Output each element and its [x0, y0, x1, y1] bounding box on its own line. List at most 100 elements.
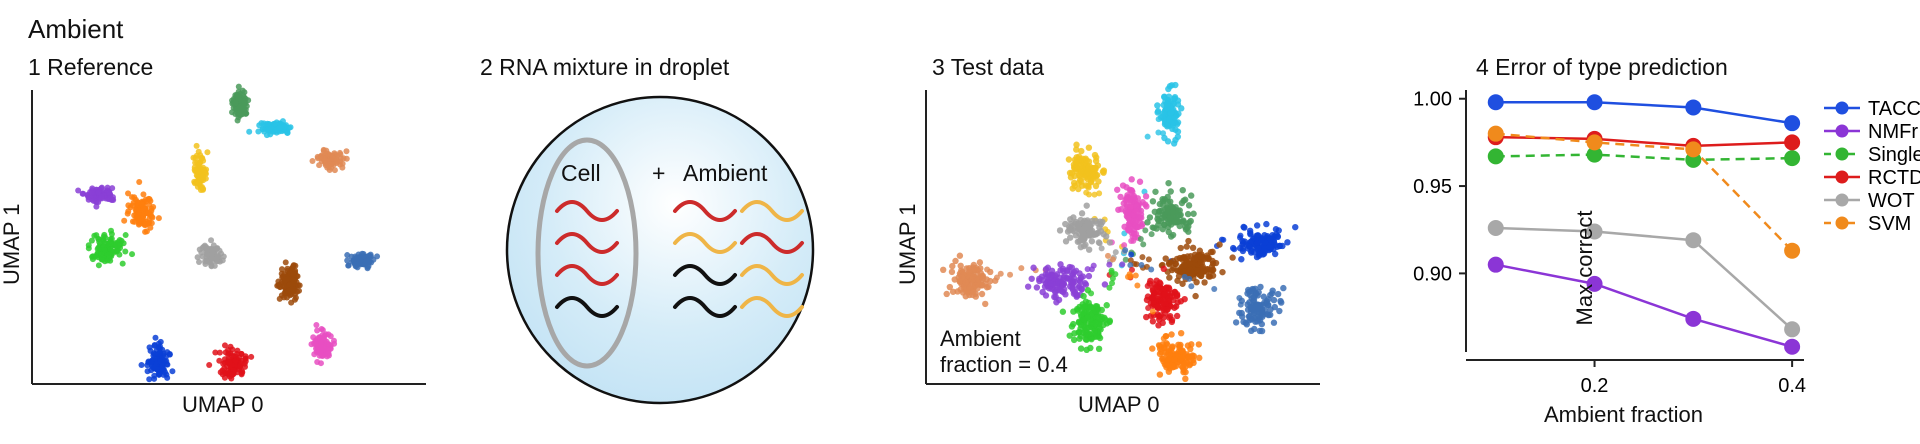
series-line — [1495, 132, 1794, 252]
data-point — [1784, 338, 1801, 355]
data-point — [1586, 146, 1603, 163]
reference-umap-plot — [31, 83, 426, 385]
data-point — [1784, 150, 1801, 167]
umap1-cluster-13 — [308, 322, 338, 367]
panel4-title: 4 Error of type prediction — [1476, 54, 1728, 80]
cell-outline — [535, 137, 639, 369]
series-svm — [1487, 125, 1801, 259]
umap3-cluster-3 — [1108, 176, 1150, 249]
droplet-circle — [505, 95, 815, 405]
legend-label: NMFr — [1868, 121, 1918, 143]
data-point — [1784, 242, 1801, 259]
series-wot — [1487, 219, 1801, 338]
umap1-xlabel: UMAP 0 — [182, 392, 264, 417]
y-tick-label: 0.90 — [1413, 263, 1452, 285]
series-line — [1495, 226, 1793, 331]
umap3-ylabel: UMAP 1 — [895, 203, 920, 285]
data-point — [1586, 94, 1603, 111]
legend-marker — [1835, 170, 1849, 184]
figure-title: Ambient — [28, 14, 124, 44]
legend-item-nmfreg: NMFr — [1824, 121, 1918, 143]
cell-label: Cell — [561, 160, 601, 186]
umap1-cluster-9 — [274, 259, 303, 306]
note-line-1: Ambient — [940, 326, 1021, 351]
y-tick-label: 0.95 — [1413, 176, 1452, 198]
plus-sign: + — [652, 160, 666, 186]
legend-label: TACCO — [1868, 98, 1920, 120]
cell-rna-wave-4 — [555, 296, 619, 318]
legend-item-wot: WOT — [1824, 190, 1915, 212]
test-data-umap-plot — [925, 81, 1320, 385]
series-tacco — [1487, 94, 1801, 132]
umap3-cluster-12 — [1059, 267, 1119, 354]
series-line — [1495, 100, 1793, 125]
umap1-cluster-12 — [206, 342, 255, 382]
panel2-title: 2 RNA mixture in droplet — [480, 54, 730, 80]
data-point — [1784, 134, 1801, 151]
umap1-cluster-4 — [190, 142, 211, 193]
legend-label: RCTD — [1868, 167, 1920, 189]
data-point — [1487, 148, 1504, 165]
legend-label: WOT — [1868, 190, 1915, 212]
chart-ylabel-text: Max correct — [1572, 210, 1597, 326]
umap1-cluster-1 — [229, 83, 252, 124]
data-point — [1586, 134, 1603, 151]
umap3-cluster-11 — [1106, 265, 1188, 329]
data-point — [1685, 310, 1702, 327]
series-rctd — [1487, 129, 1801, 154]
panel1-title: 1 Reference — [28, 54, 154, 80]
ambient-rna-wave-1b — [740, 200, 804, 222]
umap3-cluster-10 — [1122, 247, 1287, 335]
ambient-rna-wave-1a — [673, 200, 737, 222]
umap3-cluster-8 — [1024, 261, 1126, 306]
ambient-rna-wave-4a — [673, 296, 737, 318]
legend-item-tacco: TACCO — [1824, 98, 1920, 120]
x-tick-label: 0.4 — [1778, 375, 1806, 397]
series-nmfreg — [1487, 256, 1801, 355]
umap1-cluster-2 — [246, 118, 294, 139]
umap3-cluster-2 — [1065, 141, 1126, 250]
cell-rna-wave-2 — [555, 232, 619, 254]
y-tick-label: 1.00 — [1413, 89, 1452, 111]
legend-item-rctd: RCTD — [1824, 167, 1920, 189]
note-line-2: fraction = 0.4 — [940, 352, 1068, 377]
series-line — [1495, 153, 1793, 162]
data-point — [1685, 232, 1702, 249]
ambient-label: Ambient — [683, 160, 768, 186]
umap3-cluster-7 — [940, 252, 1116, 308]
legend-label: SVM — [1868, 213, 1911, 235]
umap1-cluster-5 — [75, 184, 117, 210]
umap1-cluster-11 — [138, 334, 176, 383]
data-point — [1784, 321, 1801, 338]
chart-xlabel: Ambient fraction — [1544, 402, 1703, 427]
series-line — [1495, 263, 1793, 348]
cell-rna-wave-3 — [555, 264, 619, 286]
umap1-cluster-3 — [309, 146, 350, 174]
umap1-cluster-10 — [344, 250, 381, 272]
series-line — [1495, 135, 1793, 148]
panel3-title: 3 Test data — [932, 54, 1045, 80]
umap3-xlabel: UMAP 0 — [1078, 392, 1160, 417]
ambient-rna-wave-3b — [740, 264, 804, 286]
ambient-rna-wave-4b — [740, 296, 804, 318]
legend-marker — [1835, 216, 1849, 230]
legend-item-singler: Single — [1824, 144, 1920, 166]
data-point — [1784, 115, 1801, 132]
data-point — [1487, 219, 1504, 236]
legend-label: Single — [1868, 144, 1920, 166]
data-point — [1487, 94, 1504, 111]
umap1-cluster-6 — [121, 179, 162, 235]
x-tick-label: 0.2 — [1581, 375, 1609, 397]
data-point — [1685, 99, 1702, 116]
umap3-cluster-4 — [1122, 179, 1197, 263]
data-point — [1487, 125, 1504, 142]
data-point — [1685, 141, 1702, 158]
legend-item-svm: SVM — [1824, 213, 1911, 235]
ambient-fraction-note: Ambient fraction = 0.4 — [940, 326, 1068, 378]
ambient-rna-wave-2b — [740, 232, 804, 254]
umap1-ylabel: UMAP 1 — [0, 203, 24, 285]
umap3-cluster-9 — [1127, 237, 1236, 300]
ambient-rna-wave-2a — [673, 232, 737, 254]
umap3-cluster-13 — [1124, 271, 1203, 383]
droplet-diagram — [505, 95, 815, 405]
